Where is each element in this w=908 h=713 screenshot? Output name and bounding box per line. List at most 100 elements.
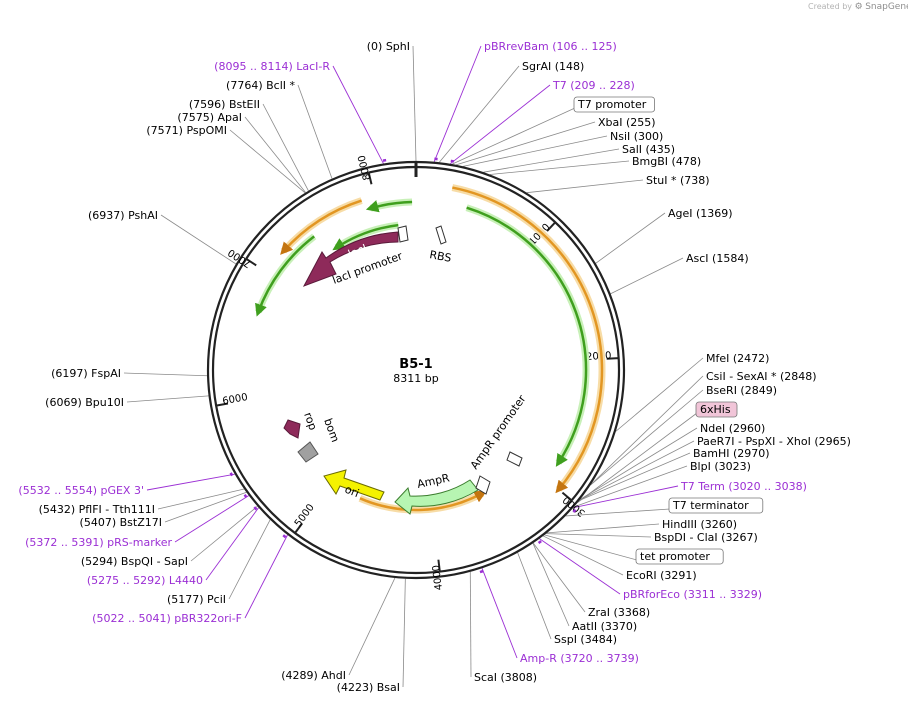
restriction-site-label[interactable]: ScaI (3808): [474, 671, 537, 684]
primer-mark: [245, 495, 247, 498]
feature-box-label[interactable]: T7 promoter: [577, 98, 647, 111]
leader-line: [245, 535, 288, 618]
leader-line: [450, 85, 550, 164]
restriction-site-label[interactable]: NsiI (300): [610, 130, 663, 143]
restriction-site-label[interactable]: NdeI (2960): [700, 422, 765, 435]
leader-line: [470, 572, 471, 677]
primer-label[interactable]: T7 Term (3020 .. 3038): [680, 480, 807, 493]
leader-line: [434, 46, 481, 162]
primer-label[interactable]: (5532 .. 5554) pGEX 3': [18, 484, 144, 497]
feature-arc-halo: [467, 208, 586, 463]
restriction-site-label[interactable]: XbaI (255): [598, 116, 656, 129]
leader-line: [439, 66, 519, 162]
primer-mark: [254, 507, 256, 509]
restriction-site-label[interactable]: (6197) FspAI: [51, 367, 121, 380]
restriction-site-label[interactable]: EcoRI (3291): [626, 569, 697, 582]
restriction-site-label[interactable]: (5294) BspQI - SapI: [81, 555, 188, 568]
restriction-site-label[interactable]: AscI (1584): [686, 252, 749, 265]
feature-box-label[interactable]: tet promoter: [640, 550, 710, 563]
restriction-site-label[interactable]: AatII (3370): [572, 620, 637, 633]
restriction-site-label[interactable]: (7575) ApaI: [177, 111, 242, 124]
leader-line: [533, 543, 585, 612]
rop-orf[interactable]: [284, 420, 300, 438]
restriction-site-label[interactable]: BmgBI (478): [632, 155, 701, 168]
primer-label[interactable]: (8095 .. 8114) LacI-R: [214, 60, 330, 73]
primer-mark: [539, 541, 542, 543]
restriction-site-label[interactable]: (6937) PshAI: [88, 209, 158, 222]
primer-mark: [283, 535, 286, 537]
restriction-site-label[interactable]: BspDI - ClaI (3267): [654, 531, 758, 544]
leader-line: [165, 492, 246, 522]
ampr-label: AmpR: [416, 471, 451, 491]
tick-label: 5000: [293, 502, 317, 529]
restriction-site-label[interactable]: BamHI (2970): [693, 447, 770, 460]
feature-box-label[interactable]: T7 terminator: [672, 499, 749, 512]
restriction-site-label[interactable]: (6069) Bpu10I: [45, 396, 124, 409]
feature-box-label[interactable]: 6xHis: [700, 403, 731, 416]
restriction-site-label[interactable]: (7571) PspOMI: [146, 124, 227, 137]
leader-line: [191, 506, 258, 561]
leader-line: [349, 578, 395, 675]
ampr-promoter-arrow: [476, 476, 490, 494]
feature-arc[interactable]: [452, 188, 602, 490]
leader-line: [456, 122, 595, 165]
leader-line: [611, 258, 683, 294]
restriction-site-label[interactable]: (5432) PflFI - Tth111I: [39, 503, 155, 516]
primer-label[interactable]: (5275 .. 5292) L4440: [87, 574, 203, 587]
restriction-site-label[interactable]: SgrAI (148): [522, 60, 584, 73]
restriction-site-label[interactable]: StuI * (738): [646, 174, 710, 187]
snapgene-watermark: Created by ⚙ SnapGene: [808, 2, 908, 12]
feature-arc[interactable]: [467, 208, 586, 463]
primer-label[interactable]: T7 (209 .. 228): [552, 79, 635, 92]
primer-label[interactable]: (5022 .. 5041) pBR322ori-F: [92, 612, 242, 625]
leader-line: [403, 579, 405, 687]
restriction-site-label[interactable]: (7764) BclI *: [226, 79, 295, 92]
primer-label[interactable]: (5372 .. 5391) pRS-marker: [25, 536, 172, 549]
feature-arcs: [258, 188, 602, 510]
leader-line: [547, 524, 659, 533]
primer-label[interactable]: Amp-R (3720 .. 3739): [520, 652, 639, 665]
leader-line: [596, 213, 665, 263]
restriction-site-label[interactable]: (4289) AhdI: [281, 669, 346, 682]
restriction-site-label[interactable]: AgeI (1369): [668, 207, 733, 220]
restriction-site-label[interactable]: (5177) PciI: [167, 593, 226, 606]
primer-mark: [451, 161, 454, 162]
tick-label: 7000: [226, 246, 253, 269]
snapgene-brand: SnapGene: [865, 2, 908, 12]
rbs-label: RBS: [428, 248, 452, 265]
leader-line: [127, 396, 209, 402]
leader-line: [298, 85, 332, 179]
leader-line: [527, 180, 643, 193]
site-labels: (0) SphI SgrAI (148) XbaI (255)NsiI (300) S…: [18, 40, 851, 694]
primer-label[interactable]: pBRrevBam (106 .. 125): [484, 40, 617, 53]
leader-line: [161, 215, 236, 264]
rbs-mark: [436, 226, 446, 244]
restriction-site-label[interactable]: (7596) BstEII: [189, 98, 260, 111]
plasmid-name: B5-1: [399, 357, 432, 372]
restriction-site-label[interactable]: SspI (3484): [554, 633, 617, 646]
bom-feature[interactable]: [298, 442, 318, 462]
feature-arc-halo: [452, 188, 602, 490]
restriction-site-label[interactable]: MfeI (2472): [706, 352, 769, 365]
lacI-promoter-arrow: [398, 226, 408, 242]
restriction-site-label[interactable]: (5407) BstZ17I: [80, 516, 162, 529]
restriction-site-label[interactable]: (4223) BsaI: [337, 681, 400, 694]
restriction-site-label[interactable]: BlpI (3023): [690, 460, 751, 473]
plasmid-size: 8311 bp: [393, 372, 438, 385]
restriction-site-label[interactable]: HindIII (3260): [662, 518, 737, 531]
primer-mark: [573, 510, 575, 512]
created-by-text: Created by: [808, 2, 852, 11]
restriction-site-label[interactable]: BseRI (2849): [706, 384, 777, 397]
leader-line: [147, 474, 235, 490]
rop-label: rop: [301, 411, 319, 432]
snapgene-logo: ⚙: [855, 2, 863, 12]
leader-line: [124, 373, 207, 376]
leader-line: [573, 486, 678, 508]
primer-label[interactable]: pBRforEco (3311 .. 3329): [623, 588, 762, 601]
restriction-site-label[interactable]: CsiI - SexAI * (2848): [706, 370, 817, 383]
leader-line: [616, 358, 703, 431]
restriction-site-label[interactable]: ZraI (3368): [588, 606, 650, 619]
restriction-site-label[interactable]: (0) SphI: [367, 40, 410, 53]
